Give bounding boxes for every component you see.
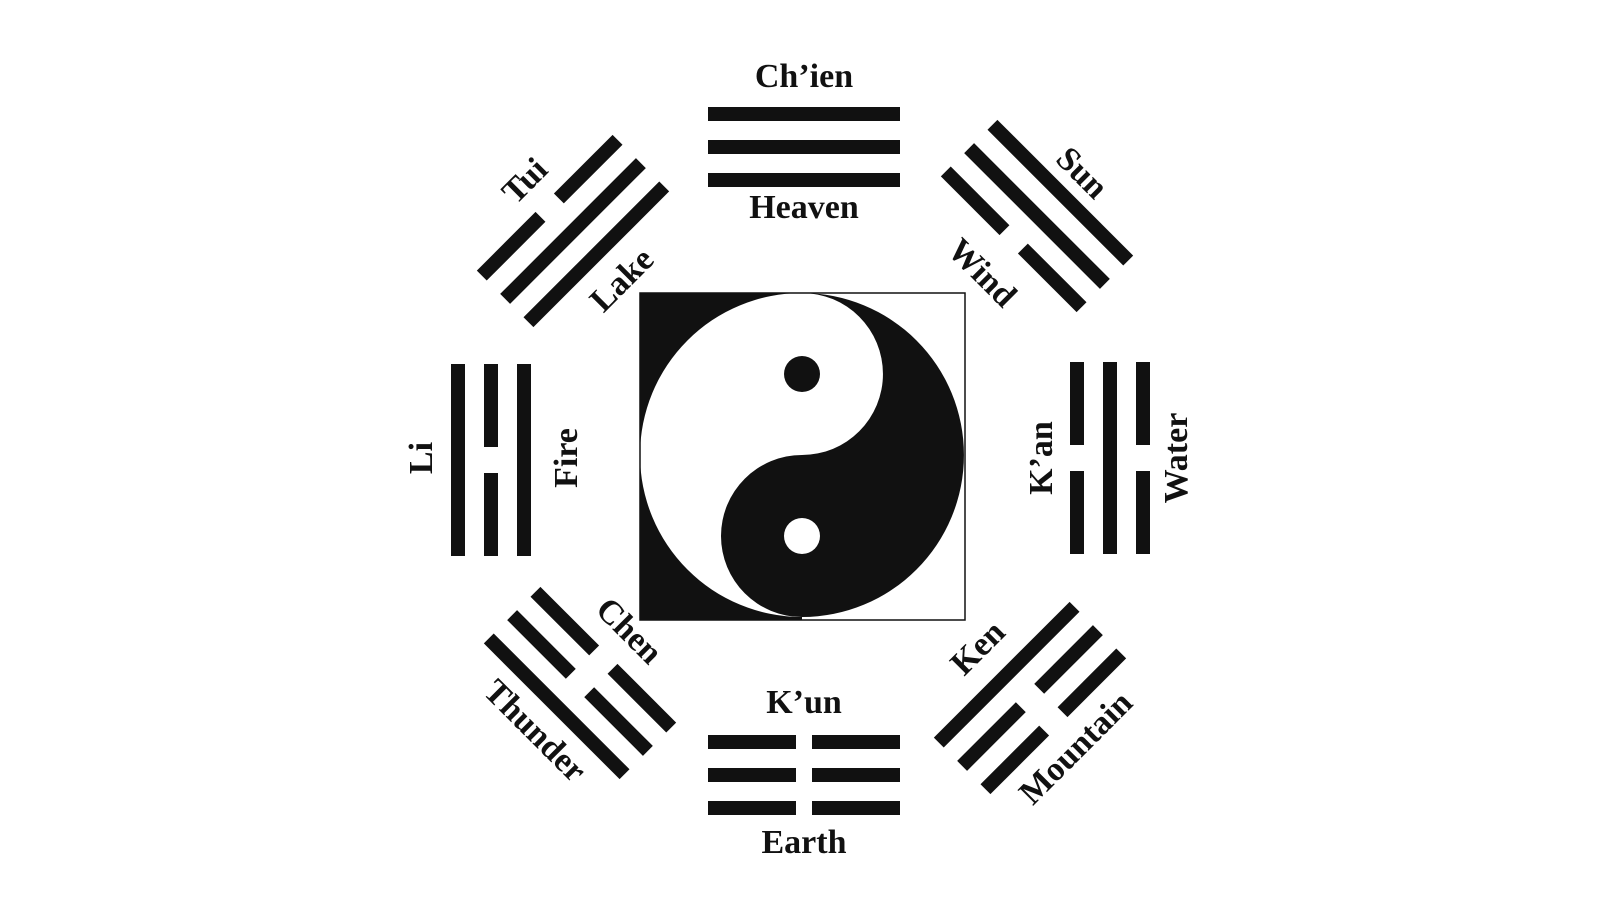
frame-dark-corner-lower	[640, 455, 802, 620]
trigram-name: K’an	[1023, 421, 1060, 495]
trigram-name: K’un	[766, 684, 842, 721]
line-yin	[484, 364, 498, 447]
line-yang	[451, 364, 465, 556]
trigram-earth: K’un Earth	[708, 684, 900, 861]
frame-dark-corner	[640, 293, 802, 455]
line-yin	[940, 166, 1010, 236]
line-yin	[1057, 648, 1127, 718]
line-yin	[1136, 471, 1150, 554]
line-yang	[708, 173, 900, 187]
line-yin	[708, 735, 796, 749]
yin-yang-symbol	[639, 292, 966, 621]
line-yin	[1070, 362, 1084, 445]
line-yin	[530, 586, 600, 656]
line-yin	[708, 801, 796, 815]
trigram-name: Li	[403, 442, 440, 474]
yin-eye-dot	[784, 518, 820, 554]
trigram-fire: Li Fire	[403, 364, 585, 556]
line-yin	[476, 211, 546, 281]
line-yin	[812, 735, 900, 749]
line-yin	[607, 663, 677, 733]
line-yin	[708, 768, 796, 782]
line-yang	[933, 601, 1080, 748]
line-yang	[523, 181, 670, 328]
line-yin	[484, 473, 498, 556]
trigram-heaven: Ch’ien Heaven	[708, 58, 900, 226]
line-yin	[812, 801, 900, 815]
line-yin	[584, 687, 653, 756]
yang-eye-dot	[784, 356, 820, 392]
line-yang	[708, 107, 900, 121]
line-yang	[483, 633, 630, 780]
trigram-element: Fire	[548, 428, 585, 488]
line-yang	[987, 119, 1134, 266]
trigram-element: Water	[1158, 413, 1195, 504]
line-yin	[507, 610, 576, 679]
line-yang	[964, 143, 1110, 289]
line-yang	[517, 364, 531, 556]
line-yin	[1136, 362, 1150, 445]
line-yang	[500, 158, 646, 304]
line-yin	[957, 702, 1026, 771]
trigram-name: Ch’ien	[755, 58, 853, 95]
line-yang	[1103, 362, 1117, 554]
line-yin	[980, 725, 1050, 795]
line-yin	[812, 768, 900, 782]
trigram-element: Earth	[762, 824, 847, 861]
line-yang	[708, 140, 900, 154]
trigram-water: K’an Water	[1023, 362, 1195, 554]
trigram-element: Heaven	[749, 189, 859, 226]
yin-half	[721, 293, 964, 617]
line-yin	[1034, 625, 1103, 694]
line-yin	[553, 134, 623, 204]
line-yin	[1017, 243, 1087, 313]
line-yin	[1070, 471, 1084, 554]
